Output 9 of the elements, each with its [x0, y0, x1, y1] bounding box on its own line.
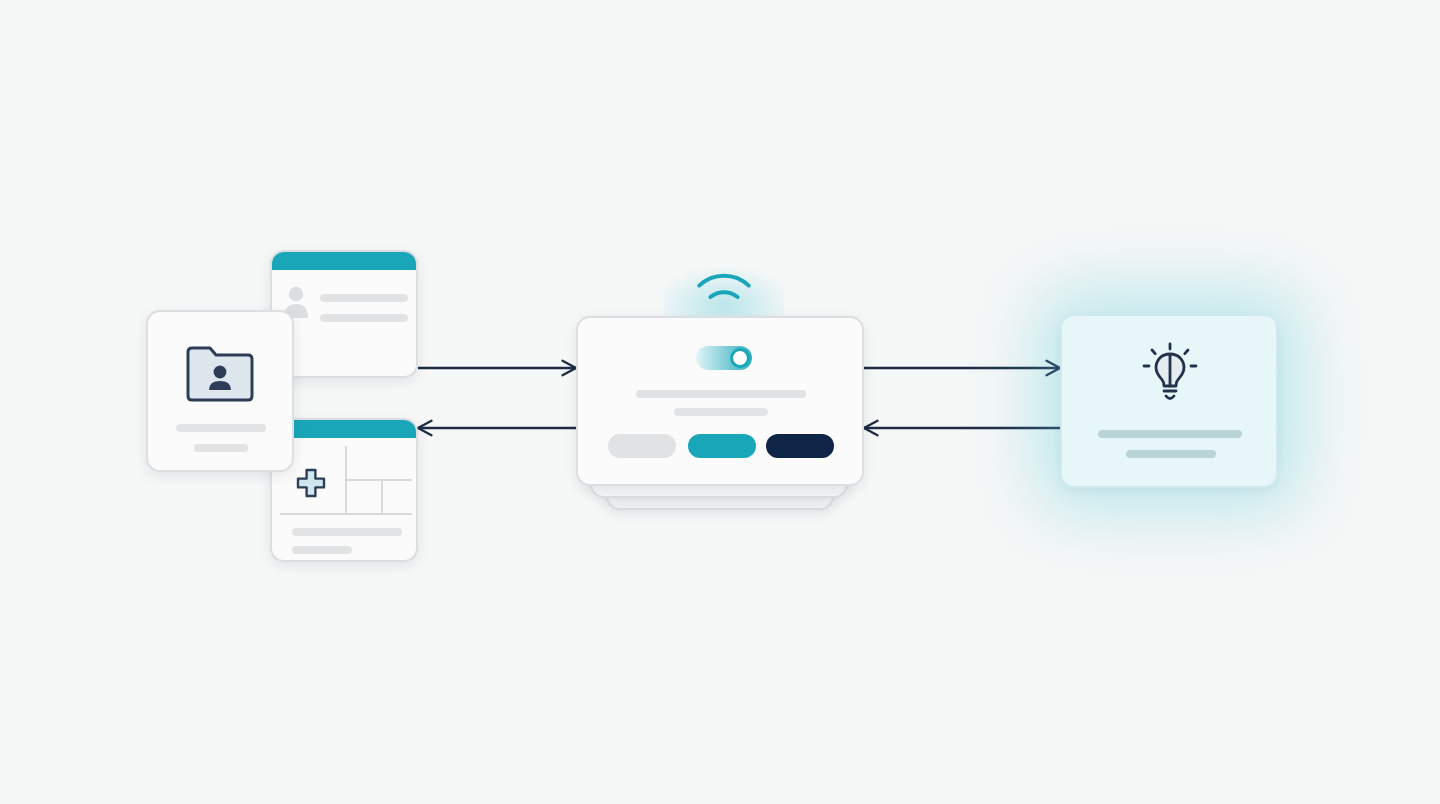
arrow [416, 419, 576, 437]
dialog-card [576, 316, 864, 486]
arrow [864, 359, 1062, 377]
arrow [862, 419, 1060, 437]
folder-card [146, 310, 294, 472]
idea-card [1060, 314, 1278, 488]
table-card [270, 418, 418, 562]
arrow [418, 359, 578, 377]
profile-card [270, 250, 418, 378]
